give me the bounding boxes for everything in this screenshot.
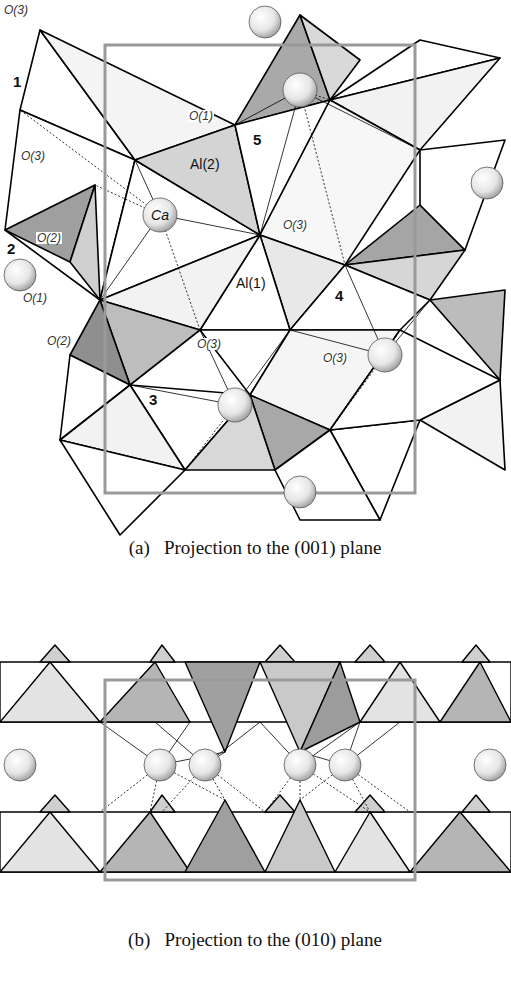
structure-part [185, 662, 260, 752]
structure-part [410, 812, 511, 872]
oxygen-label: O(1) [188, 110, 214, 122]
polyhedra-layer [5, 15, 505, 535]
structure-part [249, 6, 281, 38]
structure-part [185, 800, 265, 872]
structure-part [144, 749, 176, 781]
unit-cell-b [105, 680, 415, 880]
calcium-label: Ca [151, 208, 169, 222]
structure-part [60, 440, 185, 535]
structure-part [4, 259, 36, 291]
structure-part [300, 662, 360, 752]
structure-part [284, 476, 316, 508]
structure-part [0, 812, 100, 872]
structure-part [100, 812, 190, 872]
structure-part [40, 795, 70, 812]
structure-part [189, 749, 221, 781]
oxygen-label: O(2) [46, 335, 72, 347]
layer-top [0, 645, 511, 752]
aluminium-label: Al(1) [236, 276, 266, 290]
oxygen-label: O(3) [196, 338, 222, 350]
dotted-bonds [20, 90, 400, 470]
structure-part [355, 645, 385, 662]
structure-part [265, 795, 295, 812]
structure-part [360, 662, 440, 722]
ca-atoms-b [4, 749, 506, 781]
structure-part [462, 645, 490, 662]
callout-number: 2 [6, 241, 16, 256]
oxygen-label: O(2) [36, 232, 62, 244]
layer-bottom [0, 795, 511, 872]
structure-part [335, 812, 410, 872]
callout-number: 3 [148, 392, 158, 407]
structure-part [290, 265, 430, 330]
structure-part [355, 795, 385, 812]
ca-atoms [4, 6, 503, 508]
oxygen-label: O(3) [282, 219, 308, 231]
structure-part [218, 388, 252, 422]
unit-cell [105, 45, 415, 493]
structure-part [275, 430, 380, 520]
oxygen-label: O(3) [3, 4, 29, 16]
structure-part [4, 749, 36, 781]
callout-number: 4 [334, 288, 344, 303]
structure-part [462, 795, 490, 812]
panel-caption: (b) Projection to the (010) plane [128, 930, 382, 949]
oxygen-label: O(1) [22, 292, 48, 304]
oxygen-label: O(3) [322, 352, 348, 364]
structure-part [0, 662, 100, 722]
structure-part [143, 198, 177, 232]
structure-part [300, 90, 345, 265]
structure-part [300, 90, 420, 150]
bond-lines [100, 90, 430, 405]
structure-part [420, 140, 505, 250]
panel-caption: (a) Projection to the (001) plane [129, 538, 382, 557]
structure-part [100, 662, 190, 722]
structure-part [20, 110, 160, 215]
structure-part [40, 645, 70, 662]
structure-part [160, 215, 200, 330]
structure-part [265, 800, 335, 872]
oxygen-label: O(3) [20, 150, 46, 162]
structure-part [474, 749, 506, 781]
structure-part [329, 749, 361, 781]
structure-part [440, 662, 511, 722]
structure-part [150, 645, 175, 662]
structure-part [284, 749, 316, 781]
structure-part [70, 185, 100, 300]
structure-part [150, 795, 175, 812]
aluminium-label: Al(2) [190, 157, 220, 171]
callout-number: 1 [12, 74, 22, 89]
structure-part [368, 338, 402, 372]
structure-part [471, 167, 503, 199]
structure-part [283, 73, 317, 107]
structure-part [265, 645, 295, 662]
structure-part [260, 90, 300, 235]
callout-number: 5 [252, 132, 262, 147]
